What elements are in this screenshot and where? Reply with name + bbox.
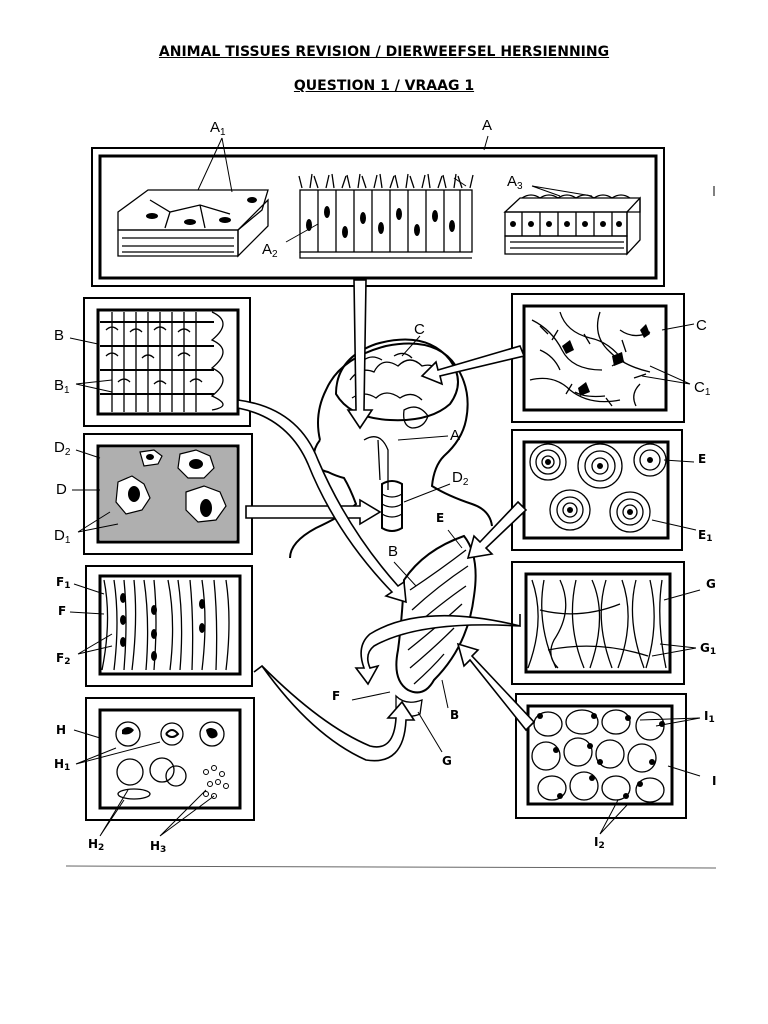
label-B1: B1 (54, 377, 70, 396)
label-A2: A2 (262, 241, 278, 260)
label-E-muscle: E (436, 511, 444, 525)
connective-tissue-panel (512, 562, 684, 684)
label-H1: H1 (54, 757, 70, 773)
label-C: C (696, 317, 707, 334)
smooth-muscle-panel (86, 566, 252, 686)
blood-panel (86, 698, 254, 820)
label-C-brain: C (414, 321, 425, 338)
label-B: B (54, 327, 64, 344)
trachea (382, 481, 402, 531)
label-F1: F1 (56, 575, 70, 591)
label-D: D (56, 481, 67, 498)
label-D2-trachea: D2 (452, 469, 469, 488)
label-H2: H2 (88, 837, 104, 853)
label-H: H (56, 723, 66, 737)
label-A-throat: A (450, 427, 460, 444)
label-G-muscle: G (442, 754, 452, 768)
pointer-arrows (238, 280, 534, 761)
label-F2: F2 (56, 651, 70, 667)
human-head-profile (290, 340, 492, 558)
label-H3: H3 (150, 839, 166, 855)
skeletal-muscle-panel (84, 298, 250, 426)
epithelium-panel (92, 148, 664, 286)
label-C1: C1 (694, 379, 711, 398)
label-D2: D2 (54, 439, 71, 458)
label-F-muscle: F (332, 689, 340, 703)
label-G: G (706, 577, 716, 591)
label-E: E (698, 452, 706, 466)
label-D1: D1 (54, 527, 71, 546)
label-B-muscle-bottom: B (450, 708, 459, 722)
cartilage-panel (84, 434, 252, 554)
squamous-epithelium (118, 190, 268, 256)
label-A: A (482, 117, 492, 134)
label-A3: A3 (507, 173, 523, 192)
label-I1: I1 (704, 709, 715, 725)
label-B-muscle-top: B (388, 543, 398, 560)
adipose-tissue-panel (516, 694, 686, 818)
bone-panel (512, 430, 682, 550)
label-A1: A1 (210, 119, 226, 138)
nervous-tissue-panel (512, 294, 684, 422)
ciliated-columnar-epithelium (299, 174, 473, 258)
label-G1: G1 (700, 641, 716, 657)
label-I: I (712, 774, 716, 788)
label-I2: I2 (594, 835, 605, 851)
label-E1: E1 (698, 528, 712, 544)
cuboidal-epithelium (505, 195, 640, 254)
label-F: F (58, 604, 66, 618)
